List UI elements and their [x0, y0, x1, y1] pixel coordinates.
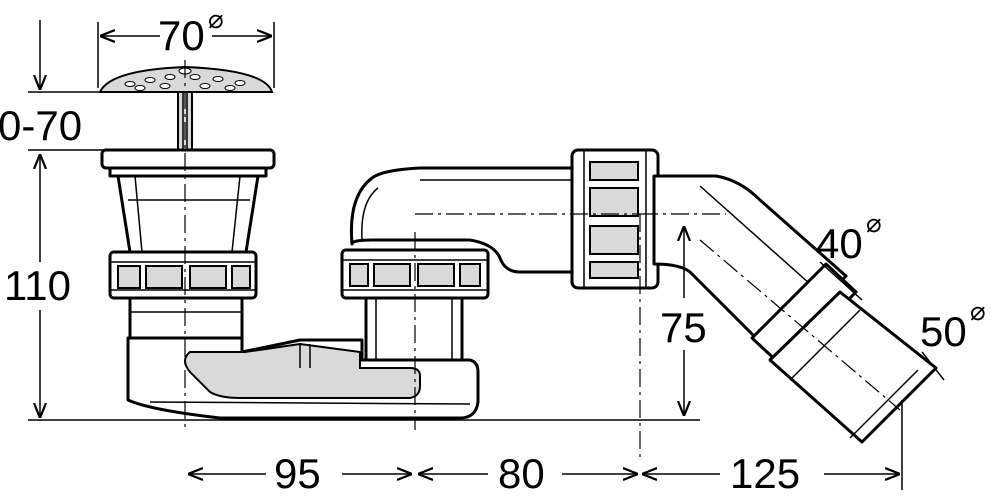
- angled-outlet: [652, 174, 938, 444]
- dim-height-range: 0-70: [0, 102, 82, 149]
- union-nut: [570, 148, 660, 290]
- dim-outlet-diameter-outer: 50: [920, 308, 967, 355]
- dim-outlet-diameter-outer-symbol: ⌀: [970, 297, 986, 327]
- dim-span-mid: 80: [498, 450, 545, 497]
- dim-outlet-height: 75: [660, 304, 707, 351]
- dim-span-right: 125: [730, 450, 800, 497]
- dim-top-diameter: 70: [158, 12, 205, 59]
- dimension-lines: [28, 20, 945, 490]
- dim-top-diameter-symbol: ⌀: [208, 5, 224, 35]
- dim-height: 110: [4, 262, 71, 309]
- dim-outlet-diameter-inner: 40: [816, 220, 863, 267]
- drain-body: [100, 148, 276, 340]
- strainer-cap: [98, 65, 274, 93]
- upper-elbow: [349, 166, 580, 274]
- centre-lines: [184, 60, 901, 460]
- middle-riser: [340, 248, 490, 362]
- dim-span-left: 95: [274, 450, 321, 497]
- dim-outlet-diameter-inner-symbol: ⌀: [866, 209, 882, 239]
- trap-bowl: [126, 336, 480, 420]
